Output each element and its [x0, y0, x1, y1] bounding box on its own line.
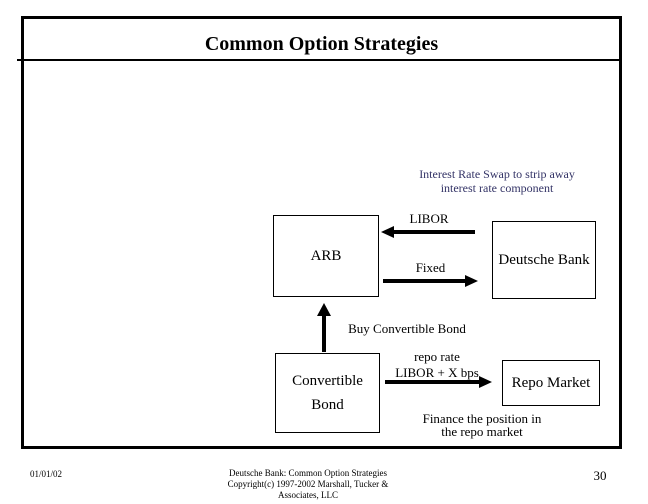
page-number: 30: [593, 468, 607, 483]
fixed-arrowhead-icon: [465, 275, 478, 287]
repo-market-box-label: Repo Market: [511, 374, 591, 391]
repo-rate-label: repo rate LIBOR + X bps: [387, 349, 487, 381]
deutsche-bank-box: Deutsche Bank: [492, 221, 596, 299]
libor-label: LIBOR: [409, 211, 449, 226]
footer-copyright: Deutsche Bank: Common Option Strategies …: [208, 468, 408, 501]
deutsche-bank-box-label: Deutsche Bank: [498, 251, 590, 268]
convertible-bond-box: Convertible Bond: [275, 353, 380, 433]
buy-convertible-bond-label: Buy Convertible Bond: [348, 321, 466, 336]
footer-copyright-line1: Deutsche Bank: Common Option Strategies: [229, 468, 387, 478]
repo-rate-label-line2: LIBOR + X bps: [395, 365, 479, 380]
arb-box: ARB: [273, 215, 379, 297]
title-divider: [17, 59, 622, 61]
footer-copyright-line3: Associates, LLC: [278, 490, 338, 500]
swap-annotation: Interest Rate Swap to strip away interes…: [392, 167, 602, 195]
repo-arrow-shaft: [385, 380, 479, 384]
repo-arrowhead-icon: [479, 376, 492, 388]
libor-arrowhead-icon: [381, 226, 394, 238]
fixed-arrow-shaft: [383, 279, 465, 283]
page-title: Common Option Strategies: [204, 33, 439, 55]
buy-arrow-shaft: [322, 315, 326, 352]
convertible-bond-box-label-line1: Convertible: [292, 373, 363, 389]
footer-copyright-line2: Copyright(c) 1997-2002 Marshall, Tucker …: [227, 479, 389, 489]
finance-annotation-line1: Finance the position in: [422, 411, 542, 426]
fixed-label: Fixed: [415, 260, 446, 275]
swap-annotation-line2: interest rate component: [440, 181, 554, 195]
swap-annotation-line1: Interest Rate Swap to strip away: [419, 167, 575, 181]
libor-arrow-shaft: [393, 230, 475, 234]
buy-arrowhead-icon: [317, 303, 331, 316]
finance-annotation: Finance the position in the repo market: [403, 412, 561, 438]
finance-annotation-line2: the repo market: [441, 424, 523, 439]
repo-market-box: Repo Market: [502, 360, 600, 406]
convertible-bond-box-label-line2: Bond: [311, 397, 344, 413]
footer-date: 01/01/02: [30, 469, 63, 479]
repo-rate-label-line1: repo rate: [414, 349, 460, 364]
arb-box-label: ARB: [310, 247, 342, 264]
slide-frame: [21, 16, 622, 449]
